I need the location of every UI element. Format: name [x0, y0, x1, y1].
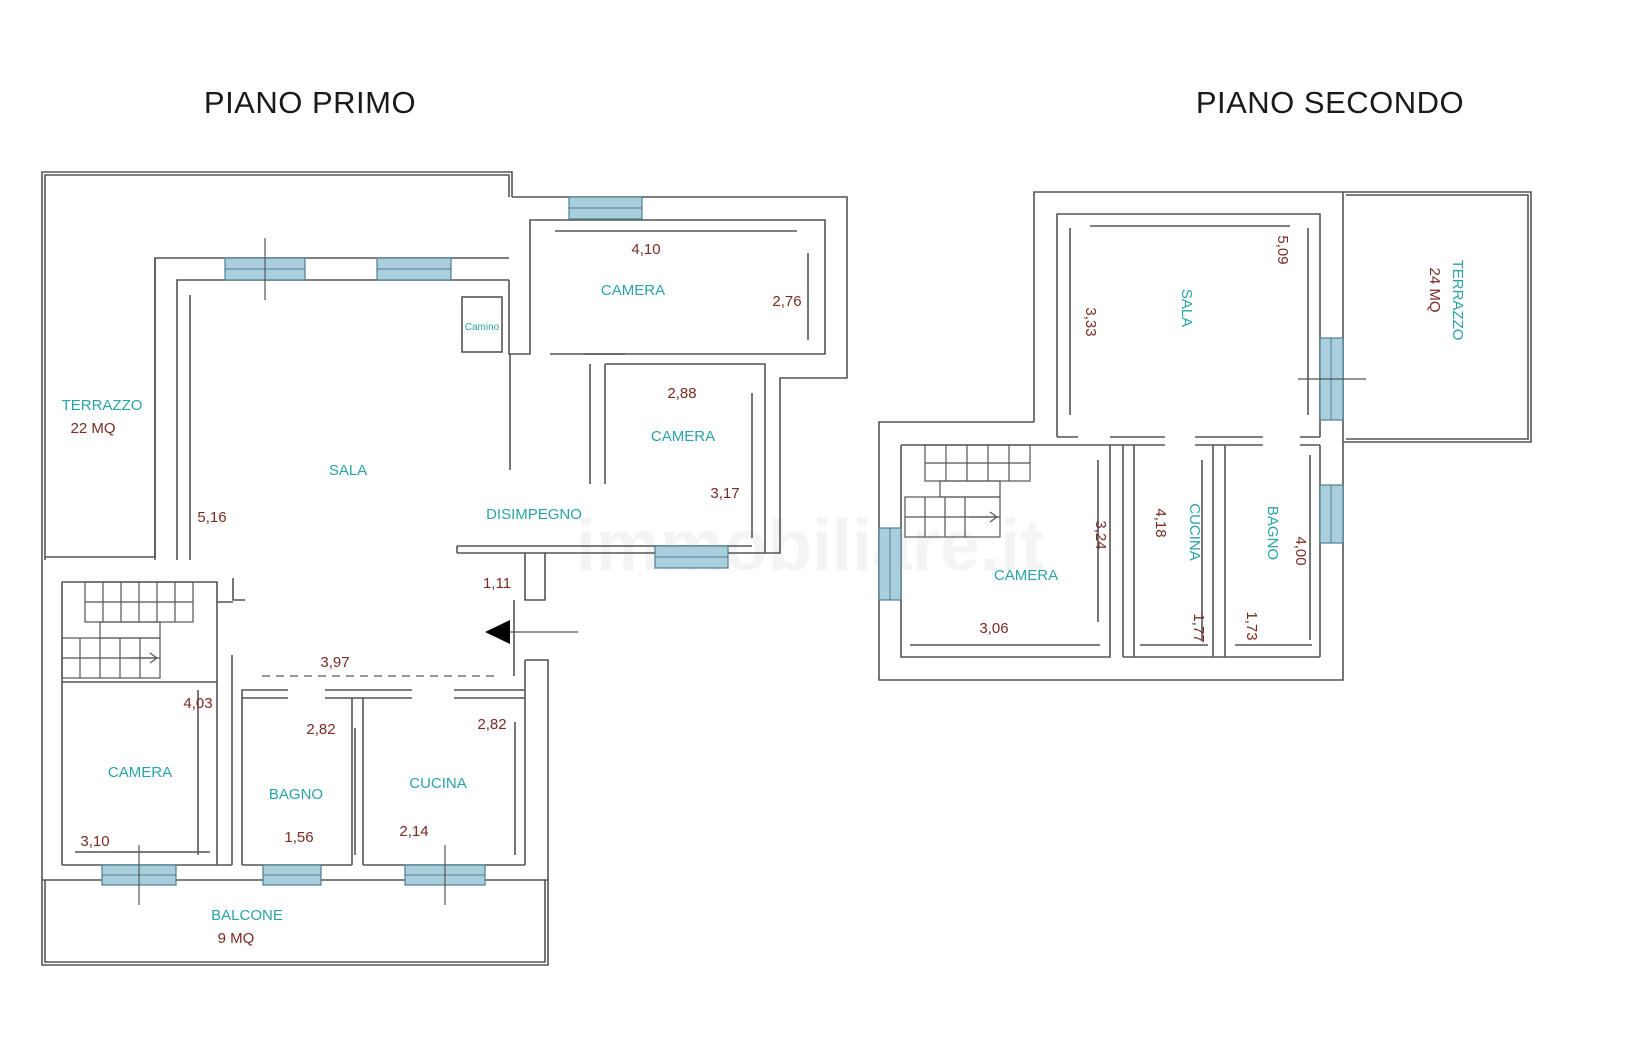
sala2-label: SALA	[1178, 289, 1195, 327]
disimpegno-label: DISIMPEGNO	[486, 506, 582, 523]
camino-box	[461, 296, 503, 353]
cucina2-label: CUCINA	[1186, 503, 1203, 561]
cucina1-label: CUCINA	[409, 775, 467, 792]
camera-mid-dim-height: 3,17	[710, 485, 739, 502]
camera-bottom-dim-width: 3,10	[80, 833, 109, 850]
camera-bottom-dim-height: 4,03	[183, 695, 212, 712]
camera2-dim-height: 3,24	[1092, 520, 1109, 549]
camera-mid-label: CAMERA	[651, 428, 715, 445]
bagno2-label: BAGNO	[1264, 506, 1281, 560]
entrance-arrow	[485, 620, 510, 644]
terrazzo-outline	[41, 171, 513, 560]
windows-floor2	[878, 337, 1366, 601]
terrazzo2-label: TERRAZZO	[1449, 260, 1466, 341]
cucina2-dim-width: 1,77	[1190, 613, 1207, 642]
terrazzo2-area: 24 MQ	[1426, 267, 1443, 312]
bagno1-label: BAGNO	[269, 786, 323, 803]
camera-mid-dim-width: 2,88	[667, 385, 696, 402]
cucina1-dim-height: 2,82	[477, 716, 506, 733]
stairs-floor2	[904, 444, 1031, 538]
terrazzo1-area: 22 MQ	[70, 420, 115, 437]
sala2-dim-width: 5,09	[1274, 235, 1291, 264]
balcone-area: 9 MQ	[218, 930, 255, 947]
floor2-outer-wall	[878, 191, 1344, 681]
cucina2-dim-height: 4,18	[1152, 508, 1169, 537]
camera-top-label: CAMERA	[601, 282, 665, 299]
camera-top-dim-height: 2,76	[772, 293, 801, 310]
corridor-dim: 3,97	[320, 654, 349, 671]
bagno1-dim-width: 1,56	[284, 829, 313, 846]
floor2-plan: 5,09 SALA 3,33 TERRAZZO 24 MQ 3,24 CAMER…	[878, 191, 1532, 681]
camera2-dim-width: 3,06	[979, 620, 1008, 637]
camera-top-dim-width: 4,10	[631, 241, 660, 258]
sala1-dim-height: 5,16	[197, 509, 226, 526]
camera2-label: CAMERA	[994, 567, 1058, 584]
balcone-label: BALCONE	[211, 907, 283, 924]
cucina1-dim-width: 2,14	[399, 823, 428, 840]
bagno2-dim-height: 4,00	[1292, 536, 1309, 565]
camino-label: Camino	[465, 322, 500, 333]
sala1-label: SALA	[329, 462, 367, 479]
bagno2-dim-width: 1,73	[1243, 611, 1260, 640]
bagno1-dim-height: 2,82	[306, 721, 335, 738]
stairs-floor1	[61, 581, 194, 679]
disimpegno-dim: 1,11	[483, 575, 511, 592]
title-floor1: PIANO PRIMO	[204, 85, 416, 120]
floor1-outer-wall	[512, 196, 848, 601]
terrazzo1-label: TERRAZZO	[62, 397, 143, 414]
title-floor2: PIANO SECONDO	[1196, 85, 1464, 120]
camera-bottom-label: CAMERA	[108, 764, 172, 781]
floor1-plan: TERRAZZO 22 MQ SALA 5,16 Camino 4,10 CAM…	[41, 171, 848, 966]
sala2-dim-height: 3,33	[1082, 307, 1099, 336]
windows-floor1	[101, 196, 729, 905]
